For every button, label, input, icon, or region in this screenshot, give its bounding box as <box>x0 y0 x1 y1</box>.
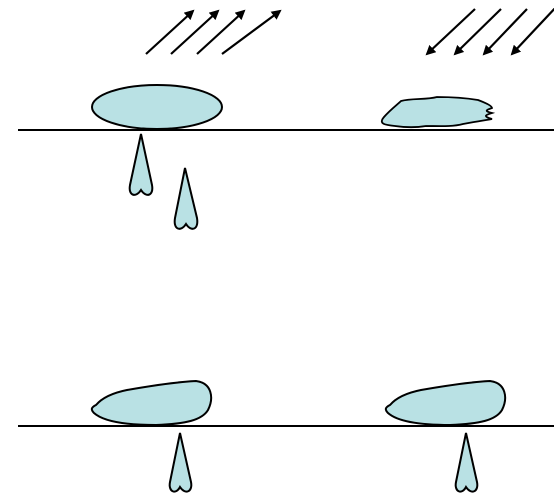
arrow-up-right-icon <box>197 11 244 54</box>
water-drop-icon <box>170 433 192 492</box>
arrow-down-left-icon <box>427 9 475 54</box>
puddle-flat-right <box>386 381 505 425</box>
puddle-flat-left <box>92 381 211 425</box>
arrow-down-left-icon-group <box>427 5 554 54</box>
arrow-up-right-icon <box>171 11 218 54</box>
water-drop-icon <box>175 168 198 229</box>
arrow-up-right-icon <box>146 11 193 54</box>
puddle-shrunken <box>382 97 492 127</box>
arrow-down-left-icon <box>512 5 554 54</box>
arrow-up-right-icon-group <box>146 11 280 54</box>
arrow-down-left-icon <box>484 9 527 54</box>
water-drop-icon <box>456 433 478 492</box>
arrow-up-right-icon <box>222 11 280 54</box>
puddle-smooth <box>92 85 222 129</box>
arrow-down-left-icon <box>455 9 501 54</box>
water-drop-icon <box>130 134 153 195</box>
